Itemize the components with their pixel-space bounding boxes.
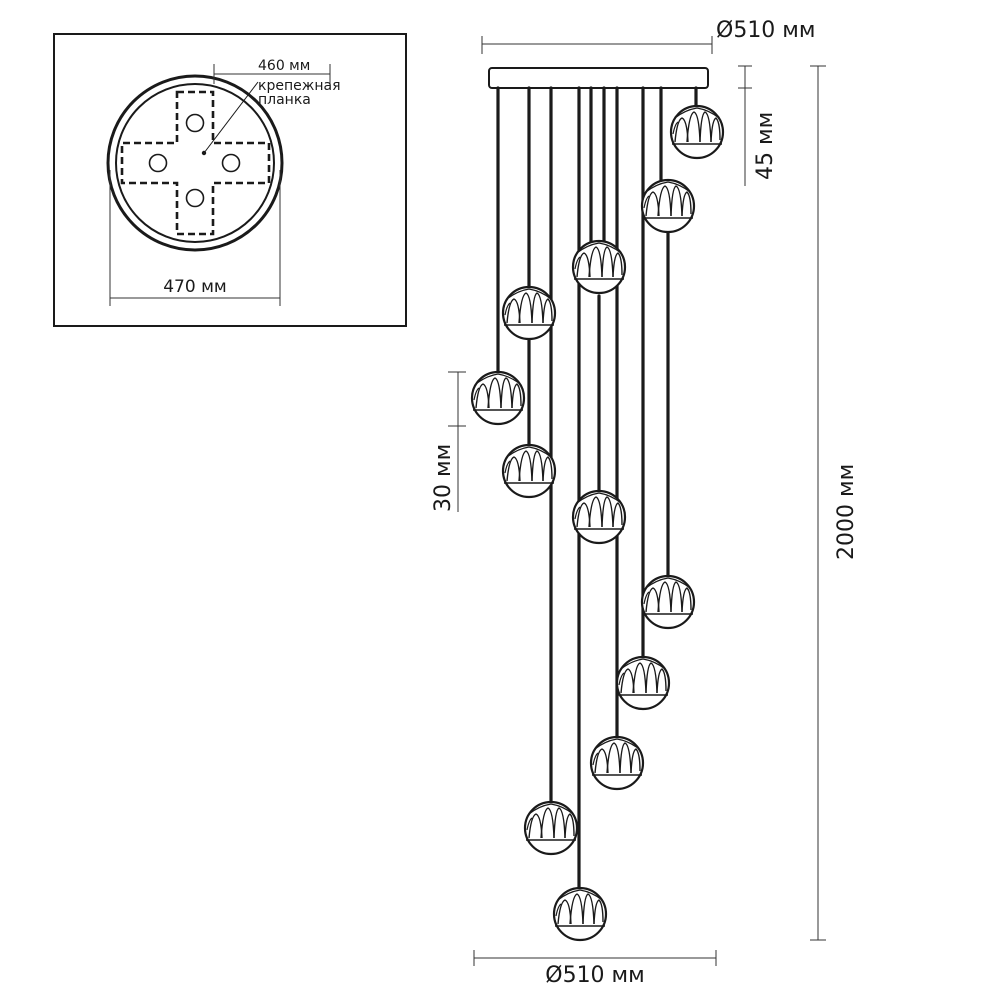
plan-view: 460 мм крепежная планка 470 мм bbox=[53, 33, 407, 327]
mounting-plate-width-label: 460 мм bbox=[258, 58, 310, 74]
pendant-globe bbox=[501, 285, 557, 341]
mounting-hole bbox=[221, 153, 241, 173]
pendant-globe bbox=[552, 886, 608, 942]
plan-view-frame bbox=[53, 33, 407, 327]
pendant-globe bbox=[470, 370, 526, 426]
pendant-globe bbox=[615, 655, 671, 711]
pendant-globe bbox=[523, 800, 579, 856]
mounting-plate-cross bbox=[120, 90, 271, 236]
pendant-globe bbox=[640, 574, 696, 630]
pendant-globe bbox=[640, 178, 696, 234]
elevation-view: Ø510 мм bbox=[431, 18, 859, 988]
mounting-plate-label-1: крепежная bbox=[258, 78, 341, 94]
mounting-plate-label-2: планка bbox=[258, 92, 311, 108]
pendant-globe bbox=[589, 735, 645, 791]
shade-height-label: 30 мм bbox=[431, 444, 456, 512]
mounting-hole bbox=[185, 113, 205, 133]
base-outer-circle bbox=[106, 74, 284, 252]
label-leader-line bbox=[203, 81, 259, 154]
canopy-height-label: 45 мм bbox=[753, 112, 778, 180]
mounting-hole bbox=[185, 188, 205, 208]
base-inner-circle bbox=[115, 83, 275, 243]
pendant-globe bbox=[669, 104, 725, 160]
pendant-globe bbox=[571, 489, 627, 545]
pendant-globe bbox=[571, 239, 627, 295]
canopy bbox=[488, 67, 709, 89]
base-diameter-label: 470 мм bbox=[163, 277, 227, 297]
cords bbox=[496, 86, 698, 891]
pendant-globes bbox=[470, 104, 725, 942]
bottom-diameter-label: Ø510 мм bbox=[545, 963, 645, 988]
pendant-globe bbox=[501, 443, 557, 499]
mounting-hole bbox=[148, 153, 168, 173]
overall-height-label: 2000 мм bbox=[834, 464, 859, 560]
canopy-diameter-label: Ø510 мм bbox=[716, 18, 816, 43]
